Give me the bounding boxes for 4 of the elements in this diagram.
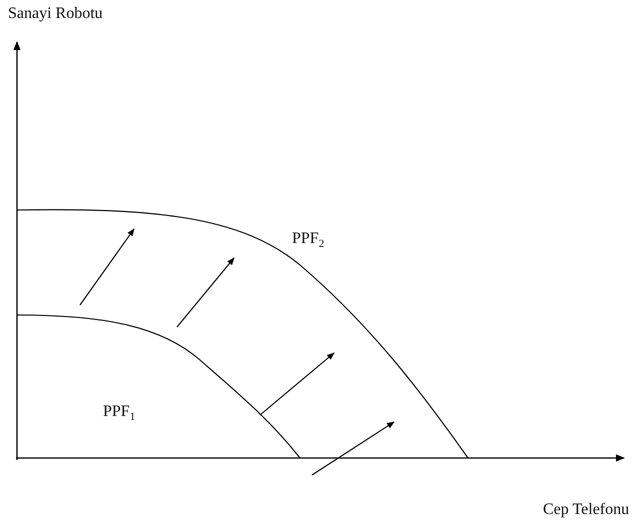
axis-label: Cep Telefonu [543,500,630,520]
curve-label: PPF$_{2}$ [292,229,324,252]
curve-label: PPF$_{1}$ [103,402,136,424]
axis-label: Sanayi Robotu [8,4,103,24]
